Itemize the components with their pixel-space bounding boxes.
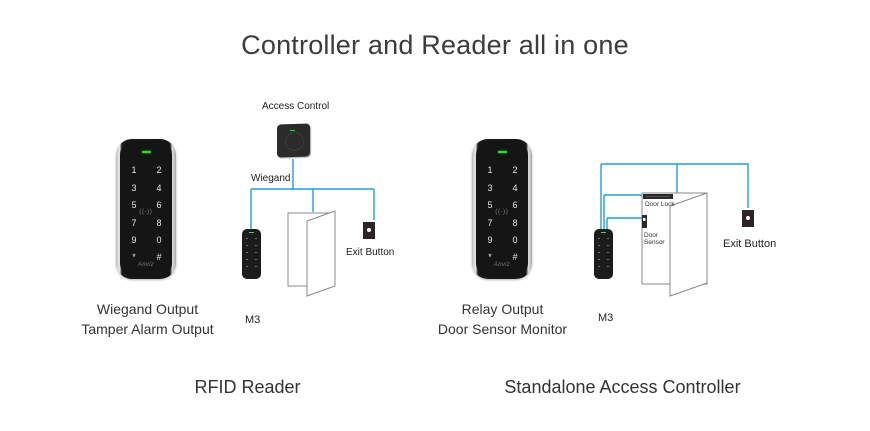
key-8: 8	[156, 218, 162, 228]
wire-top-bus	[601, 163, 749, 208]
key-hash: #	[156, 252, 162, 262]
key-9: 9	[487, 235, 493, 245]
key-1: 1	[487, 165, 493, 175]
door-leaf-right	[669, 192, 708, 297]
m3-device-left	[242, 229, 261, 279]
exit-button-label-left: Exit Button	[346, 247, 395, 258]
door-lock-label: Door Lock	[645, 201, 675, 208]
key-1: 1	[131, 165, 137, 175]
key-7: 7	[131, 218, 137, 228]
key-4: 4	[156, 183, 162, 193]
feature-left-1: Wiegand Output	[96, 301, 199, 317]
key-5: 5	[131, 200, 137, 210]
status-led	[498, 151, 507, 153]
key-9: 9	[131, 235, 137, 245]
key-2: 2	[156, 165, 162, 175]
key-3: 3	[131, 183, 137, 193]
key-star: *	[132, 252, 136, 262]
key-4: 4	[512, 183, 518, 193]
door-sensor-device	[642, 215, 647, 228]
key-6: 6	[156, 200, 162, 210]
key-hash: #	[512, 252, 518, 262]
key-6: 6	[512, 200, 518, 210]
mode-title-right: Standalone Access Controller	[504, 377, 741, 397]
wiegand-label: Wiegand	[251, 173, 291, 184]
feature-right-2: Door Sensor Monitor	[437, 321, 568, 337]
keypad-controller-right: 1 2 3 4 5 6 ((·)) 7 8 9 0 * # Anviz	[472, 139, 532, 279]
keypad-reader-left: 1 2 3 4 5 6 ((·)) 7 8 9 0 * # Anviz	[116, 139, 176, 279]
exit-button-label-right: Exit Button	[723, 238, 777, 250]
door-sensor-label: Door Sensor	[644, 232, 665, 246]
exit-button-device-right	[742, 210, 754, 227]
rfid-icon: ((·))	[139, 208, 153, 216]
door-leaf-left	[306, 210, 336, 297]
mode-title-left: RFID Reader	[194, 377, 301, 397]
key-8: 8	[512, 218, 518, 228]
status-led	[142, 151, 151, 153]
key-star: *	[488, 252, 492, 262]
page-title: Controller and Reader all in one	[241, 30, 629, 60]
key-7: 7	[487, 218, 493, 228]
key-5: 5	[487, 200, 493, 210]
model-label-right: M3	[598, 312, 614, 324]
key-2: 2	[512, 165, 518, 175]
exit-button-device-left	[363, 222, 375, 239]
brand-logo: Anviz	[493, 262, 511, 268]
access-control-unit	[277, 123, 310, 158]
key-0: 0	[156, 235, 162, 245]
feature-left-2: Tamper Alarm Output	[81, 321, 214, 337]
brand-logo: Anviz	[137, 262, 155, 268]
rfid-icon: ((·))	[495, 208, 509, 216]
m3-device-right	[594, 229, 613, 279]
model-label-left: M3	[245, 314, 261, 326]
feature-right-1: Relay Output	[461, 301, 544, 317]
access-control-label: Access Control	[262, 101, 330, 112]
key-3: 3	[487, 183, 493, 193]
key-0: 0	[512, 235, 518, 245]
